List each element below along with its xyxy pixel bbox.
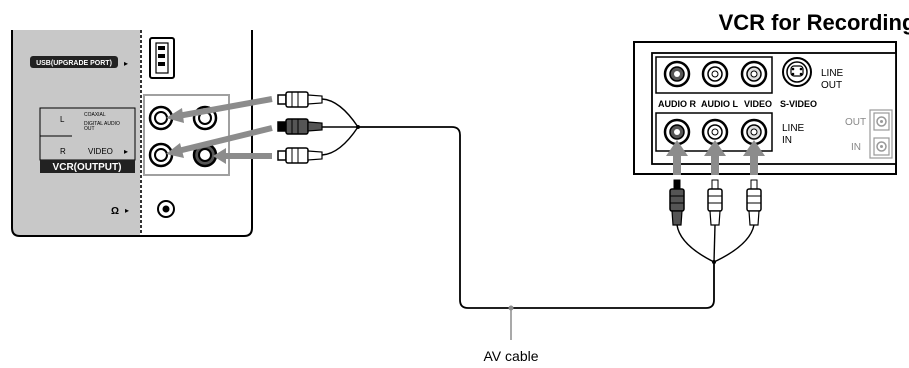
arrow-to-video [213,148,272,164]
vcr-device: VCR for Recording [633,10,909,175]
svideo-out-jack[interactable] [782,57,812,87]
audio-r-jack[interactable] [148,142,174,168]
usb-port[interactable] [149,37,175,79]
rf-in-label: IN [851,142,861,153]
audio-l-jack[interactable] [148,105,174,131]
rf-out-label: OUT [845,117,866,128]
vcr-output-label: VCR(OUTPUT) [53,162,122,173]
audio-r-out-jack[interactable] [663,60,691,88]
vcr-side-plugs [666,140,765,264]
usb-label-badge [30,56,118,68]
rf-port-frame [869,109,893,159]
headphone-pointer-arrow: ▸ [125,206,129,215]
left-channel-label: L [60,115,65,124]
audio-l-label: AUDIO L [701,99,739,109]
usb-label: USB(UPGRADE PORT) [36,60,112,67]
coaxial-label: COAXIAL [84,112,106,118]
line-out-label-line: LINE [821,68,844,79]
rca-plug-white-vcr-2 [746,179,762,226]
video-out-jack-vcr[interactable] [740,60,768,88]
arrow-to-vcr-audio-l [704,140,726,175]
arrow-to-vcr-audio-r [666,140,688,175]
arrow-to-audio-l [166,96,273,123]
line-in-label-in: IN [782,135,792,146]
digital-audio-label: DIGITAL AUDIO [84,121,120,127]
video-label: VIDEO [88,147,113,156]
rca-plug-black-tv [277,118,323,135]
audio-r-label: AUDIO R [658,99,697,109]
rca-plug-white-vcr [707,179,723,226]
usb-pointer-arrow: ▸ [124,59,128,68]
tv-rear-panel: USB(UPGRADE PORT) ▸ L COAXIAL DIGITAL AU… [11,30,253,237]
line-out-label-out: OUT [821,80,842,91]
tv-side-plugs [166,91,360,164]
rca-plug-white-tv-2 [277,147,323,164]
headphone-jack[interactable] [157,200,175,218]
av-cable: AV cable [358,126,715,364]
audio-l-out-jack[interactable] [701,60,729,88]
av-cable-caption: AV cable [484,348,539,364]
vcr-output-badge [40,160,135,173]
rf-out-port[interactable] [873,112,890,131]
coaxial-jack[interactable] [192,105,218,131]
rca-plug-white-tv [277,91,323,108]
av-jack-frame [143,94,230,176]
rf-in-port[interactable] [873,137,890,156]
arrow-to-audio-r [166,125,273,158]
line-in-label-line: LINE [782,123,805,134]
vcr-video-label: VIDEO [744,99,772,109]
line-out-jacks [663,60,768,88]
arrow-to-vcr-video [743,140,765,175]
right-channel-label: R [60,147,66,156]
headphone-icon: Ω [111,206,119,217]
svideo-label: S-VIDEO [780,99,817,109]
vcr-title: VCR for Recording [719,10,909,35]
digital-audio-out-label: OUT [84,126,95,132]
video-pointer-arrow: ▸ [124,147,128,156]
rca-plug-black-vcr [669,179,685,226]
